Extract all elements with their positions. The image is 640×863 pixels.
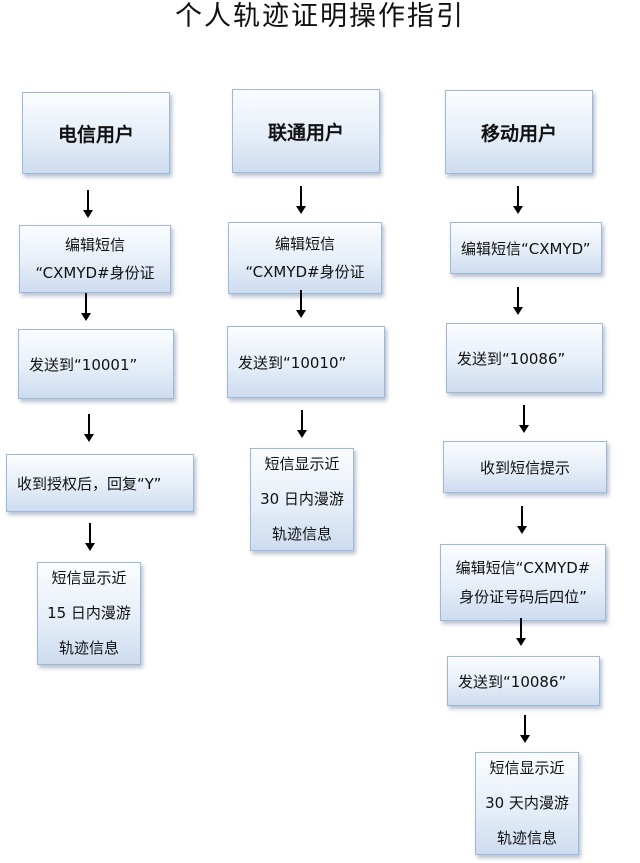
mobile-step2-box: 发送到“10086” bbox=[446, 323, 603, 393]
mobile-result-line1: 短信显示近 bbox=[489, 758, 565, 777]
telecom-step1-box: 编辑短信 “CXMYD#身份证 bbox=[19, 225, 171, 293]
mobile-arrow-4 bbox=[517, 506, 527, 534]
unicom-step1-box: 编辑短信 “CXMYD#身份证 bbox=[228, 222, 382, 294]
unicom-arrow-1 bbox=[296, 186, 306, 214]
telecom-arrow-3 bbox=[84, 414, 94, 442]
mobile-step2-label: 发送到“10086” bbox=[457, 349, 566, 368]
telecom-result-line1: 短信显示近 bbox=[51, 568, 127, 587]
mobile-arrow-3 bbox=[519, 405, 529, 433]
mobile-step5-label: 发送到“10086” bbox=[458, 672, 567, 691]
mobile-step1-box: 编辑短信“CXMYD” bbox=[450, 222, 602, 274]
telecom-step3-box: 收到授权后，回复“Y” bbox=[6, 454, 194, 512]
unicom-arrow-3 bbox=[297, 410, 307, 438]
telecom-step1-line1: 编辑短信 bbox=[64, 235, 125, 254]
mobile-step4-line1: 编辑短信“CXMYD# bbox=[455, 559, 591, 577]
telecom-step2-box: 发送到“10001” bbox=[18, 329, 174, 399]
mobile-header-label: 移动用户 bbox=[480, 122, 557, 145]
mobile-arrow-5 bbox=[516, 618, 526, 646]
mobile-result-line3: 轨迹信息 bbox=[496, 829, 557, 848]
telecom-arrow-4 bbox=[85, 523, 95, 551]
unicom-step1-line2: “CXMYD#身份证 bbox=[245, 263, 365, 281]
telecom-arrow-2 bbox=[81, 293, 91, 321]
mobile-result-line2: 30 天内漫游 bbox=[485, 793, 569, 812]
telecom-step1-line2: “CXMYD#身份证 bbox=[35, 264, 155, 282]
mobile-arrow-1 bbox=[513, 186, 523, 214]
unicom-arrow-2 bbox=[296, 290, 306, 318]
unicom-step2-box: 发送到“10010” bbox=[227, 326, 385, 398]
telecom-step3-label: 收到授权后，回复“Y” bbox=[17, 474, 162, 493]
mobile-result-box: 短信显示近 30 天内漫游 轨迹信息 bbox=[475, 752, 579, 855]
unicom-step1-line1: 编辑短信 bbox=[274, 234, 335, 253]
page-title: 个人轨迹证明操作指引 bbox=[175, 1, 465, 32]
telecom-arrow-1 bbox=[83, 190, 93, 218]
unicom-step2-label: 发送到“10010” bbox=[238, 353, 347, 372]
unicom-result-box: 短信显示近 30 日内漫游 轨迹信息 bbox=[250, 448, 354, 551]
mobile-step5-box: 发送到“10086” bbox=[447, 656, 600, 706]
mobile-step3-label: 收到短信提示 bbox=[479, 458, 570, 477]
mobile-step1-label: 编辑短信“CXMYD” bbox=[461, 239, 591, 258]
telecom-step2-label: 发送到“10001” bbox=[29, 355, 138, 374]
mobile-arrow-2 bbox=[513, 287, 523, 315]
unicom-result-line2: 30 日内漫游 bbox=[260, 489, 344, 508]
telecom-result-line2: 15 日内漫游 bbox=[47, 603, 131, 622]
telecom-header-box: 电信用户 bbox=[22, 92, 170, 174]
mobile-step3-box: 收到短信提示 bbox=[443, 441, 607, 493]
mobile-step4-box: 编辑短信“CXMYD# 身份证号码后四位” bbox=[440, 544, 606, 621]
unicom-header-box: 联通用户 bbox=[232, 89, 380, 173]
unicom-header-label: 联通用户 bbox=[267, 121, 344, 144]
telecom-result-line3: 轨迹信息 bbox=[58, 639, 119, 658]
telecom-result-box: 短信显示近 15 日内漫游 轨迹信息 bbox=[37, 562, 141, 665]
telecom-header-label: 电信用户 bbox=[57, 123, 134, 146]
unicom-result-line1: 短信显示近 bbox=[264, 454, 340, 473]
mobile-step4-line2: 身份证号码后四位” bbox=[459, 587, 587, 606]
mobile-arrow-6 bbox=[520, 715, 530, 743]
unicom-result-line3: 轨迹信息 bbox=[271, 525, 332, 544]
mobile-header-box: 移动用户 bbox=[445, 90, 593, 174]
